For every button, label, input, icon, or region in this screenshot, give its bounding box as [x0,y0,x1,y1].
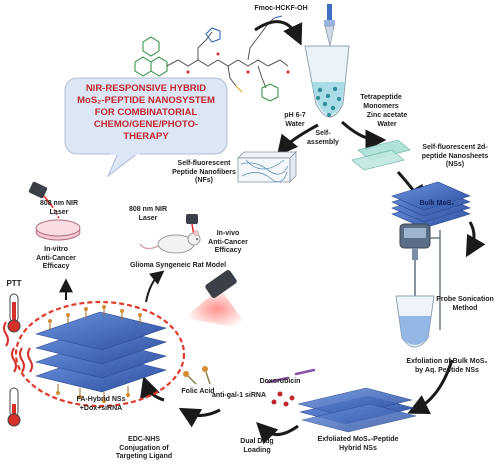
thermometer-icons [7,293,21,427]
title-line-5: THERAPY [123,131,169,142]
sirna-label: anti-gal-1 siRNA [211,392,267,399]
arrow-to-invivo [145,270,165,303]
doxorubicin-label: Doxorubicin [259,378,301,385]
fmoc-label: Fmoc-HCKF-OH [254,5,308,12]
nanosheets [351,139,411,171]
doxorubicin-molecules [271,391,295,407]
peptide-molecule [134,15,290,102]
arrow-to-exfoliated [407,359,454,415]
peptide-tube [304,45,350,118]
folic-acid-icon [183,366,211,385]
arrow-to-folic [178,407,221,428]
fa-hybrid-ellipse [14,300,186,408]
title-line-3: FOR COMBINATORIAL [94,107,198,118]
laser-device-right [184,270,250,330]
laser-device-left [28,181,61,221]
exfoliated-hybrid-sheets [297,387,417,433]
arrow-to-drug-loading [256,422,299,445]
title-callout-bubble [64,77,228,178]
fa-hybrid-label: FA-Hybrid NSs+Dox+siRNA [76,396,126,412]
nanofibers-box [237,151,297,183]
arrow-to-sonicator [465,221,486,258]
title-line-4: CHEMO/GENE/PHOTO- [93,119,199,130]
nanosheets-label: Self-fluorescent 2d-peptide Nanosheets(N… [421,144,489,168]
heat-wave-icon [3,321,33,373]
arrow-to-nfs [276,123,319,157]
title-callout: NIR-RESPONSIVE HYBRID MoS₂-PEPTIDE NANOS… [71,83,221,143]
rat-icon [139,230,201,254]
glioma-model-label: Glioma Syngeneic Rat Model [129,262,227,269]
bulk-mos2-stack [391,181,471,229]
self-assembly-label: Self-assembly [307,130,339,146]
arrow-to-hybrid [140,376,165,402]
petri-dish-icon [35,219,81,241]
arrow-to-nss [340,120,387,151]
title-line-2: MoS₂-PEPTIDE NANOSYSTEM [77,95,215,106]
arrow-to-tube [254,20,303,46]
ptt-label: PTT [6,279,22,288]
bulk-mos2-label: Bulk MoS₂ [419,200,455,207]
sirna-strands [266,368,316,384]
pipette-icon [324,4,335,47]
probe-sonicator-icon [395,223,441,348]
title-line-1: NIR-RESPONSIVE HYBRID [85,83,207,94]
folic-acid-label: Folic Acid [181,388,215,395]
